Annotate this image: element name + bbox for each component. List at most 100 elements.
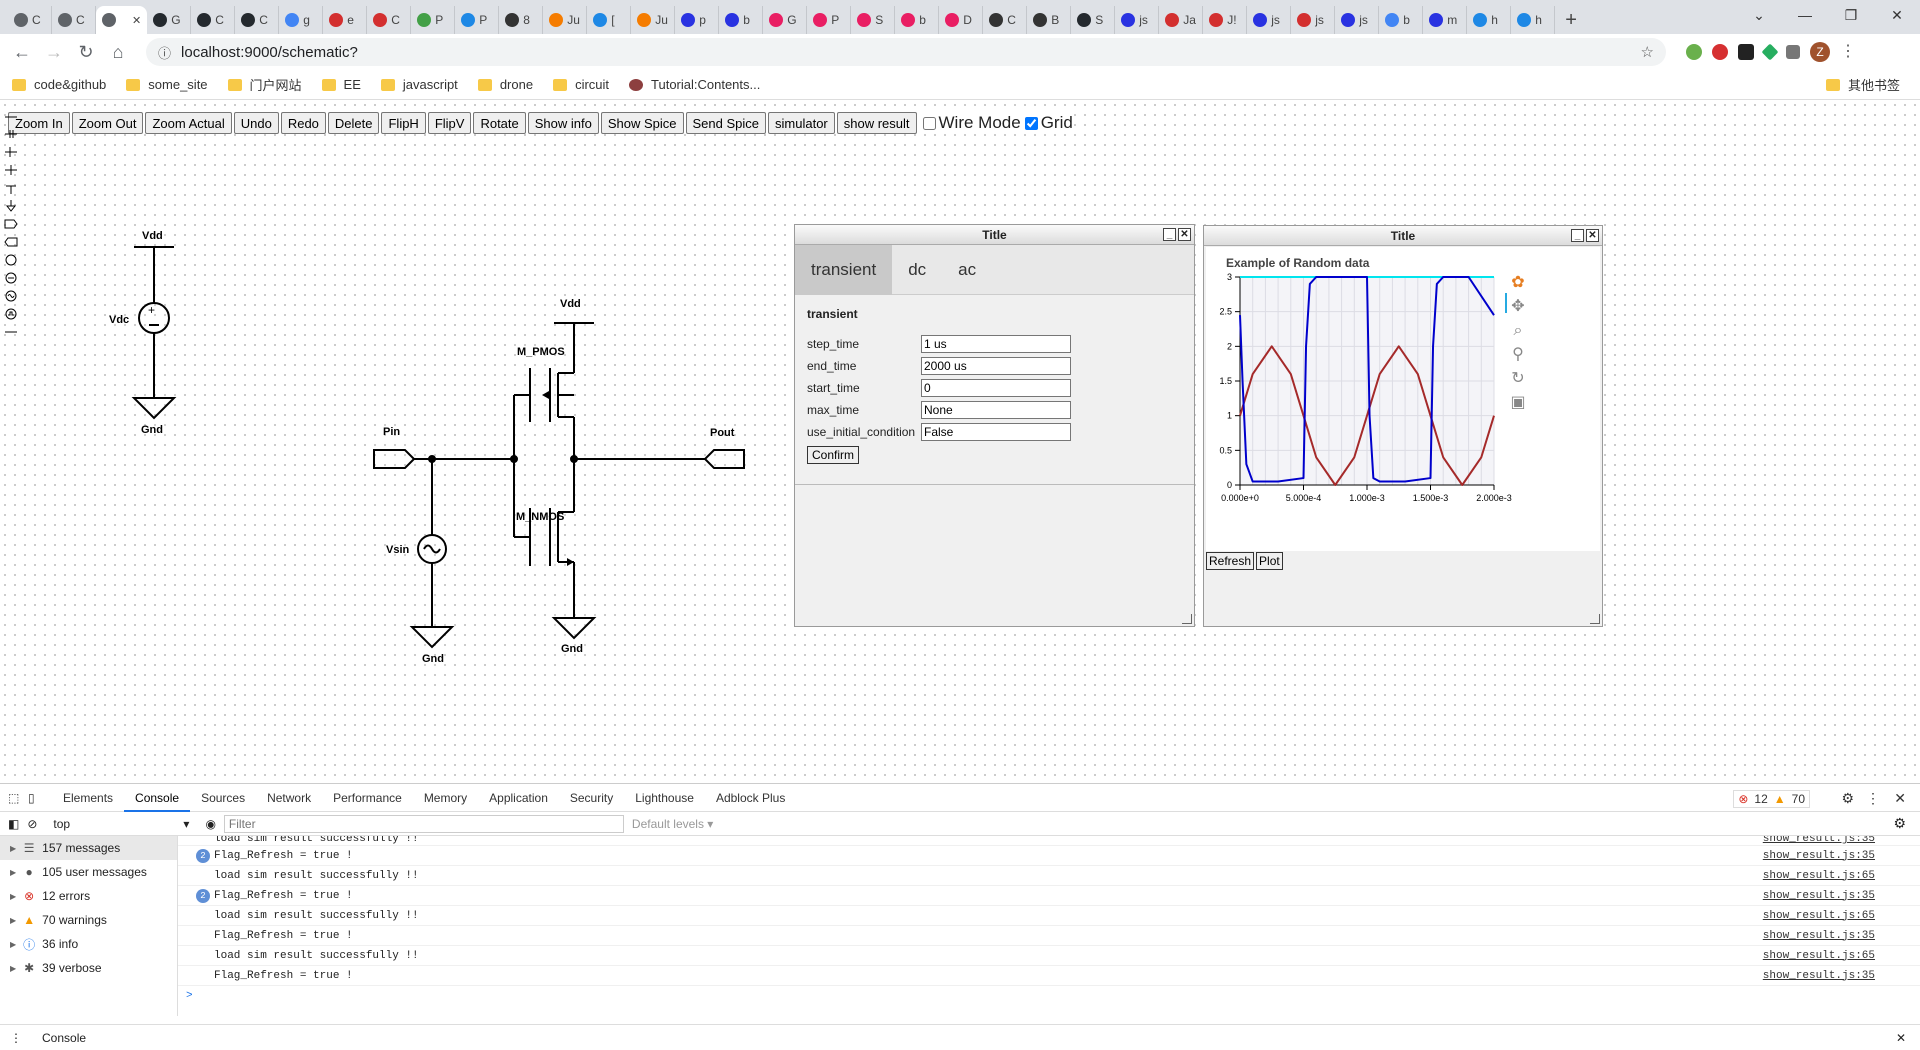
tab-close-icon[interactable]: ✕ [132, 14, 142, 27]
browser-tab[interactable]: G [147, 6, 192, 34]
console-sidebar-item[interactable]: ▶⊗12 errors [0, 884, 177, 908]
issue-counter[interactable]: ⊗ 12 ▲ 70 [1733, 790, 1810, 808]
bookmark-item[interactable]: drone [477, 75, 533, 94]
browser-tab[interactable]: C [52, 6, 96, 34]
expand-arrow-icon[interactable]: ▶ [10, 915, 17, 925]
devtools-tab-performance[interactable]: Performance [333, 790, 402, 805]
simulator-window[interactable]: Title _✕ transient dc ac transient step_… [794, 224, 1195, 627]
save-icon[interactable]: ▣ [1510, 392, 1525, 411]
device-toggle-icon[interactable]: ▯ [28, 790, 35, 805]
browser-tab[interactable]: C [235, 6, 280, 34]
toolbar-button-zoom-out[interactable]: Zoom Out [71, 112, 144, 134]
browser-tab[interactable]: e [323, 6, 368, 34]
grid-toggle[interactable]: Grid [1024, 113, 1073, 133]
expand-arrow-icon[interactable]: ▶ [10, 939, 17, 949]
console-sidebar-item[interactable]: ▶☰157 messages [0, 836, 177, 860]
resize-grip[interactable] [1182, 614, 1192, 624]
confirm-button[interactable]: Confirm [807, 446, 860, 464]
drawer-menu-icon[interactable]: ⋮ [10, 1030, 22, 1045]
bookmark-item[interactable]: circuit [553, 75, 609, 94]
log-source-link[interactable]: show_result.js:35 [1762, 889, 1875, 902]
component-palette[interactable] [4, 112, 20, 412]
palette-source-icon[interactable] [5, 254, 17, 266]
window-menu-icon[interactable]: ⌄ [1753, 6, 1765, 23]
log-levels-select[interactable]: Default levels ▾ [631, 816, 714, 831]
palette-gnd-icon[interactable] [5, 200, 17, 212]
browser-tab[interactable]: D [939, 6, 984, 34]
info-icon[interactable]: ⓘ [158, 45, 172, 61]
toolbar-button-fliph[interactable]: FlipH [381, 112, 426, 134]
bookmark-item[interactable]: code&github [12, 75, 106, 94]
palette-vsource-icon[interactable] [5, 272, 17, 284]
bookmark-star-icon[interactable]: ☆ [1640, 44, 1654, 61]
vsin-source[interactable] [409, 459, 455, 649]
nmos-transistor[interactable] [514, 417, 597, 640]
devtools-tab-console[interactable]: Console [124, 784, 191, 812]
devtools-tab-security[interactable]: Security [569, 790, 614, 805]
wheel-zoom-icon[interactable]: ⚲ [1512, 344, 1524, 363]
extension-green-icon[interactable] [1761, 43, 1779, 61]
console-filter-input[interactable] [223, 814, 624, 833]
toolbar-button-undo[interactable]: Undo [233, 112, 279, 134]
palette-sine-icon[interactable] [5, 290, 17, 302]
devtools-tab-memory[interactable]: Memory [423, 790, 468, 805]
browser-tab[interactable]: g [279, 6, 324, 34]
field-input-start-time[interactable] [921, 379, 1071, 397]
pan-icon[interactable]: ✥ [1511, 296, 1524, 315]
devtools-tab-sources[interactable]: Sources [201, 790, 246, 805]
drawer-close-icon[interactable]: ✕ [1895, 1030, 1906, 1045]
inspect-icon[interactable]: ⬚ [8, 790, 20, 805]
close-icon[interactable]: ✕ [1586, 229, 1599, 242]
drawer-console-tab[interactable]: Console [42, 1030, 87, 1045]
browser-tab[interactable]: m [1423, 6, 1468, 34]
console-settings-icon[interactable]: ⚙ [1893, 815, 1906, 831]
palette-port-in-icon[interactable] [4, 219, 18, 229]
minimize-icon[interactable]: — [1798, 7, 1812, 23]
browser-tab[interactable]: C [983, 6, 1028, 34]
toolbar-button-flipv[interactable]: FlipV [427, 112, 472, 134]
browser-tab[interactable]: P [807, 6, 852, 34]
browser-tab[interactable]: h [1467, 6, 1512, 34]
wire-mode-checkbox[interactable] [922, 116, 936, 130]
bookmark-item[interactable]: 门户网站 [227, 75, 302, 94]
toolbar-button-show-result[interactable]: show result [836, 112, 917, 134]
plot-button[interactable]: Plot [1256, 552, 1283, 570]
settings-gear-icon[interactable]: ⚙ [1841, 790, 1854, 806]
vdc-source[interactable]: + [131, 246, 177, 420]
log-source-link[interactable]: show_result.js:65 [1762, 949, 1875, 962]
browser-tab[interactable]: b [895, 6, 940, 34]
browser-tab[interactable]: J! [1203, 6, 1248, 34]
browser-tab[interactable]: S [851, 6, 896, 34]
browser-tab[interactable]: [ [587, 6, 632, 34]
adblock-icon[interactable] [1712, 44, 1728, 60]
expand-arrow-icon[interactable]: ▶ [10, 867, 17, 877]
forward-icon[interactable]: → [45, 41, 63, 62]
palette-pmos-icon[interactable] [5, 147, 17, 157]
extension-dark-icon[interactable] [1738, 44, 1754, 60]
browser-tab[interactable]: h [1511, 6, 1556, 34]
grid-checkbox[interactable] [1024, 116, 1038, 130]
browser-tab[interactable]: b [1379, 6, 1424, 34]
toolbar-button-zoom-actual[interactable]: Zoom Actual [145, 112, 232, 134]
browser-tab[interactable]: C [191, 6, 236, 34]
log-source-link[interactable]: show_result.js:35 [1762, 929, 1875, 942]
wire-mode-toggle[interactable]: Wire Mode [922, 113, 1021, 133]
browser-tab[interactable]: S [1071, 6, 1116, 34]
bookmark-item[interactable]: Tutorial:Contents... [629, 75, 760, 94]
reload-icon[interactable]: ↻ [78, 41, 94, 62]
bookmark-item[interactable]: EE [321, 75, 361, 94]
browser-tab[interactable]: b [719, 6, 764, 34]
field-input-end-time[interactable] [921, 357, 1071, 375]
profile-avatar[interactable]: Z [1810, 42, 1830, 62]
browser-tab[interactable]: ✕ [96, 6, 148, 34]
log-source-link[interactable]: show_result.js:35 [1762, 836, 1875, 845]
toolbar-button-zoom-in[interactable]: Zoom In [8, 112, 70, 134]
toolbar-button-show-spice[interactable]: Show Spice [600, 112, 684, 134]
new-tab-button[interactable]: + [1565, 8, 1577, 31]
devtools-menu-icon[interactable]: ⋮ [1866, 790, 1880, 806]
palette-port-out-icon[interactable] [4, 237, 18, 247]
